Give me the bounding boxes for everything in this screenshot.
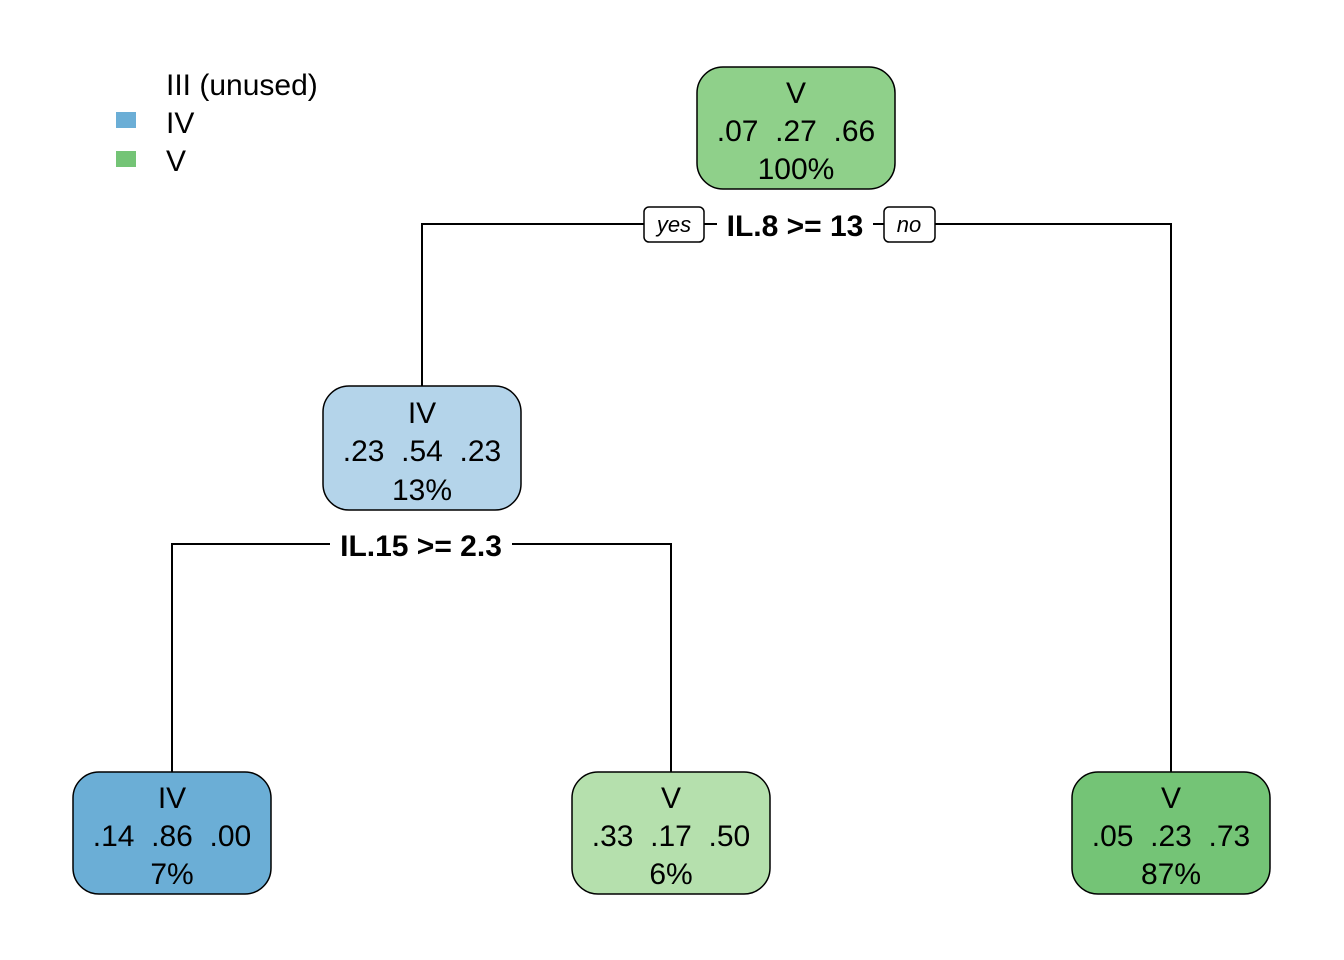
node-box xyxy=(696,66,896,190)
node-probs: .05 .23 .73 xyxy=(1092,820,1250,853)
node-percent: 6% xyxy=(649,858,692,891)
no-label-box xyxy=(883,206,936,243)
node-percent: 100% xyxy=(758,153,835,186)
node-percent: 13% xyxy=(392,474,452,507)
split-label-background xyxy=(717,208,873,242)
legend-swatch-iv xyxy=(116,112,136,128)
node-box xyxy=(1071,771,1271,895)
split-label-left: IL.15 >= 2.3 xyxy=(340,530,502,563)
legend-label-iv: IV xyxy=(166,107,194,140)
node-class: V xyxy=(661,782,681,815)
legend-swatch-v xyxy=(116,151,136,167)
split-label-root: IL.8 >= 13 xyxy=(727,210,864,243)
edge-root xyxy=(421,223,1172,772)
node-class: IV xyxy=(408,397,436,430)
node-box xyxy=(571,771,771,895)
legend-label-v: V xyxy=(166,145,186,178)
no-label: no xyxy=(897,212,921,237)
node-probs: .07 .27 .66 xyxy=(717,115,875,148)
node-box xyxy=(322,385,522,511)
edge-left xyxy=(171,543,672,772)
node-left-left: IV .14 .86 .00 7% xyxy=(72,771,272,895)
legend-label-iii: III (unused) xyxy=(166,69,318,102)
node-box xyxy=(72,771,272,895)
node-percent: 87% xyxy=(1141,858,1201,891)
node-left-right: V .33 .17 .50 6% xyxy=(571,771,771,895)
tree-edges xyxy=(171,223,1172,772)
legend: III (unused) IV V xyxy=(116,69,318,178)
node-percent: 7% xyxy=(150,858,193,891)
node-probs: .33 .17 .50 xyxy=(592,820,750,853)
node-right: V .05 .23 .73 87% xyxy=(1071,771,1271,895)
root-split: IL.8 >= 13 yes no xyxy=(643,206,936,243)
node-class: IV xyxy=(158,782,186,815)
node-class: V xyxy=(786,77,806,110)
node-left: IV .23 .54 .23 13% xyxy=(322,385,522,511)
node-probs: .14 .86 .00 xyxy=(93,820,251,853)
node-probs: .23 .54 .23 xyxy=(343,435,501,468)
node-class: V xyxy=(1161,782,1181,815)
left-split: IL.15 >= 2.3 xyxy=(330,528,512,563)
yes-label: yes xyxy=(655,212,691,237)
yes-label-box xyxy=(643,206,705,243)
split-label-background xyxy=(330,528,512,562)
node-root: V .07 .27 .66 100% xyxy=(696,66,896,190)
